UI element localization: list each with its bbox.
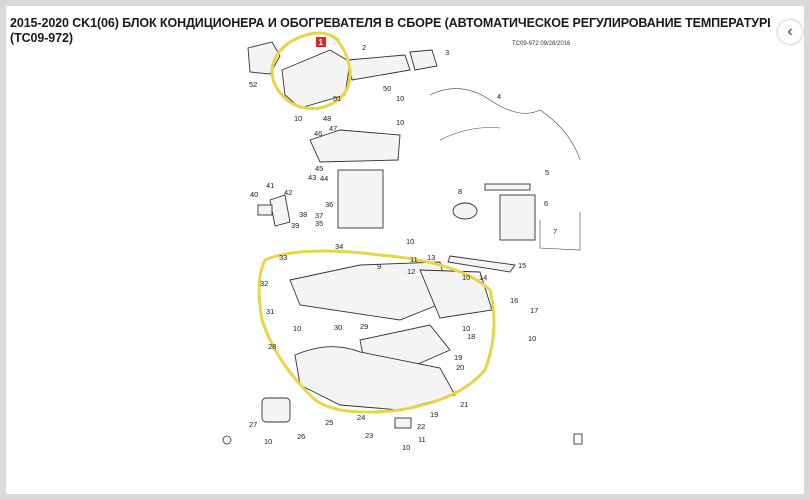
callout: 45 — [315, 164, 323, 173]
callout: 39 — [291, 221, 299, 230]
gm-logo-icon — [573, 433, 583, 445]
callout: 21 — [460, 400, 468, 409]
part-41-seal — [269, 194, 291, 227]
callout: 24 — [357, 413, 365, 422]
page-title: 2015-2020 CK1(06) БЛОК КОНДИЦИОНЕРА И ОБ… — [10, 16, 770, 46]
diagram-card — [6, 6, 804, 494]
callout: 44 — [320, 174, 328, 183]
highlight-circle-top — [270, 31, 352, 111]
part-6-heater-core — [499, 194, 536, 241]
callout: 42 — [284, 188, 292, 197]
part-46-case — [309, 129, 401, 163]
callout: 6 — [544, 199, 548, 208]
callout: 36 — [325, 200, 333, 209]
callout: 32 — [260, 279, 268, 288]
parts — [247, 41, 581, 429]
callout: 33 — [279, 253, 287, 262]
callout: 50 — [383, 84, 391, 93]
part-15-seal — [447, 255, 516, 273]
callout: 31 — [266, 307, 274, 316]
callout: 4 — [497, 92, 501, 101]
callout: 29 — [360, 322, 368, 331]
part-40-sensor — [257, 204, 273, 216]
callout: 34 — [335, 242, 343, 251]
callout: 48 — [323, 114, 331, 123]
part-lower-case — [294, 346, 456, 411]
part-5-seal — [484, 183, 531, 191]
callout: 13 — [427, 253, 435, 262]
callout: 23 — [365, 431, 373, 440]
callout: 15 — [518, 261, 526, 270]
callout: 19 — [430, 410, 438, 419]
callout: 19 — [454, 353, 462, 362]
chevron-left-icon: ‹ — [787, 23, 793, 40]
callout: 27 — [249, 420, 257, 429]
callout: 37 — [315, 211, 323, 220]
callout: 43 — [308, 173, 316, 182]
callout: 40 — [250, 190, 258, 199]
callout: 35 — [315, 219, 323, 228]
highlight-circle-bottom — [257, 249, 496, 414]
callout: 14 — [479, 273, 487, 282]
callout: 16 — [510, 296, 518, 305]
part-2-filter — [347, 54, 411, 81]
callout: 52 — [249, 80, 257, 89]
registered-mark-icon — [222, 435, 232, 445]
part-35-evaporator — [337, 169, 384, 229]
part-4-harness — [429, 88, 581, 161]
callout: 28 — [268, 342, 276, 351]
title-line-2: (TC09-972) — [10, 31, 73, 45]
callout: 7 — [553, 227, 557, 236]
callout: 10 — [294, 114, 302, 123]
callout: 10 — [528, 334, 536, 343]
callout: 10 — [396, 94, 404, 103]
callout: 30 — [334, 323, 342, 332]
callout: 2 — [362, 43, 366, 52]
callout: 10 — [264, 437, 272, 446]
callout: 10 — [293, 324, 301, 333]
callout-labels: 2 3 52 51 50 10 10 48 47 10 46 45 43 44 … — [249, 43, 557, 452]
marker-badge[interactable] — [316, 37, 326, 47]
callout: 41 — [266, 181, 274, 190]
part-3-bracket — [409, 49, 438, 71]
callout: 38 — [299, 210, 307, 219]
callout: 51 — [333, 94, 341, 103]
callout: 20 — [456, 363, 464, 372]
callout: 47 — [329, 124, 337, 133]
callout: 10 — [462, 273, 470, 282]
callout: 11 — [418, 435, 426, 444]
marker-label: 1 — [319, 38, 324, 47]
callout: 17 — [530, 306, 538, 315]
part-22-actuator — [394, 417, 412, 429]
callout: 3 — [445, 48, 449, 57]
back-button[interactable]: ‹ — [778, 20, 802, 44]
callout: 12 — [407, 267, 415, 276]
callout: 10 — [402, 443, 410, 452]
callout: 10 — [462, 324, 470, 333]
title-line-1: 2015-2020 CK1(06) БЛОК КОНДИЦИОНЕРА И ОБ… — [10, 16, 770, 30]
callout: 46 — [314, 129, 322, 138]
callout: 9 — [377, 262, 381, 271]
callout: 18 — [467, 332, 475, 341]
callout: 11 — [410, 255, 418, 264]
callout: 5 — [545, 168, 549, 177]
part-7-seal — [539, 212, 581, 251]
callout: 8 — [458, 187, 462, 196]
callout: 25 — [325, 418, 333, 427]
callout: 22 — [417, 422, 425, 431]
callout: 10 — [396, 118, 404, 127]
part-27-blower — [261, 397, 291, 423]
callout: 10 — [406, 237, 414, 246]
callout: 26 — [297, 432, 305, 441]
diagram-reference: TC09-972 09/28/2016 — [512, 41, 571, 47]
part-8-gasket — [452, 202, 478, 220]
